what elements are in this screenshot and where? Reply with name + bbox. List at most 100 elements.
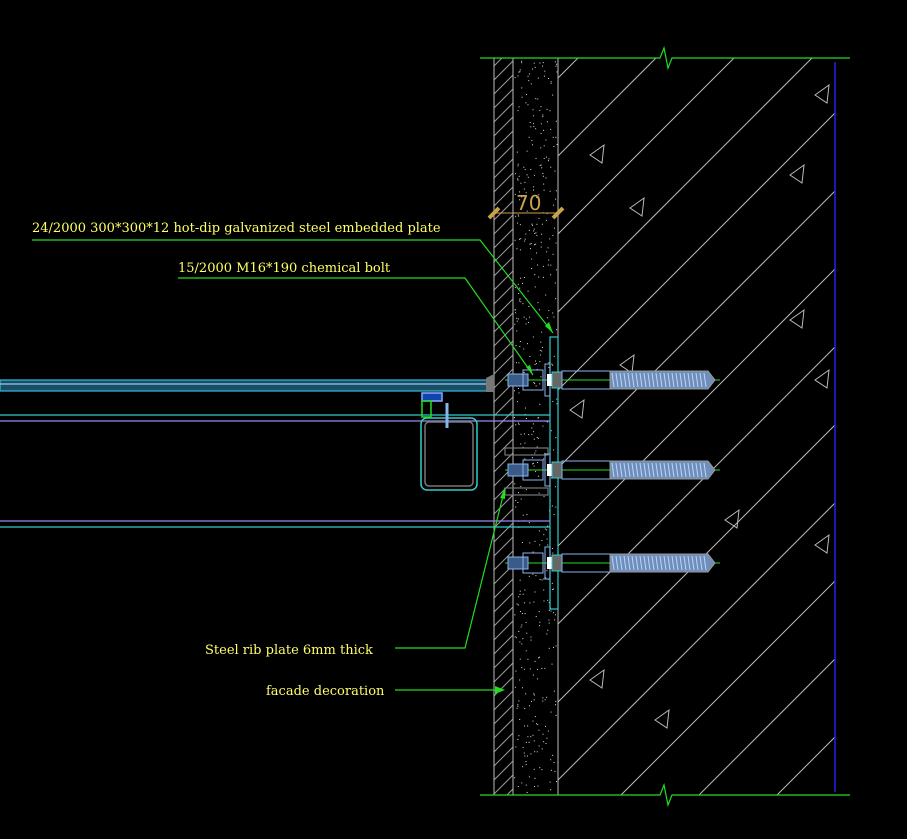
speckle-dot (533, 694, 535, 696)
speckle-dot (515, 746, 517, 748)
insulation-speckle (493, 57, 558, 796)
speckle-dot (517, 214, 519, 216)
thread (663, 372, 667, 388)
hatch-line (493, 88, 514, 109)
speckle-dot (532, 463, 534, 465)
hatch-line (493, 158, 514, 179)
speckle-dot (514, 309, 516, 311)
speckle-dot (548, 619, 550, 621)
speckle-dot (539, 767, 541, 769)
speckle-dot (531, 68, 533, 70)
speckle-dot (539, 403, 541, 405)
speckle-dot (524, 407, 526, 409)
speckle-dot (519, 718, 521, 720)
speckle-dot (538, 194, 540, 196)
speckle-dot (522, 303, 524, 305)
bolt-end (507, 556, 529, 570)
thread (667, 555, 671, 571)
speckle-dot (534, 660, 536, 662)
speckle-dot (514, 686, 516, 688)
speckle-dot (553, 355, 555, 357)
speckle-dot (543, 741, 545, 743)
speckle-dot (520, 626, 522, 628)
thread (703, 372, 707, 388)
speckle-dot (528, 522, 530, 524)
speckle-dot (550, 711, 552, 713)
speckle-dot (521, 782, 523, 784)
speckle-dot (519, 287, 521, 289)
speckle-dot (551, 663, 553, 665)
speckle-dot (549, 190, 551, 192)
speckle-dot (520, 182, 522, 184)
speckle-dot (533, 186, 535, 188)
speckle-dot (528, 776, 530, 778)
nut (522, 459, 544, 481)
speckle-dot (535, 471, 537, 473)
speckle-dot (517, 163, 519, 165)
speckle-dot (515, 215, 517, 217)
hatch-line (493, 746, 514, 767)
speckle-dot (537, 475, 539, 477)
thread (635, 462, 639, 478)
speckle-dot (531, 258, 533, 260)
hatch-line (493, 242, 514, 263)
speckle-dot (538, 492, 540, 494)
speckle-dot (542, 175, 544, 177)
thread (659, 462, 663, 478)
thread (695, 555, 699, 571)
speckle-dot (514, 390, 516, 392)
speckle-dot (541, 540, 543, 542)
speckle-dot (540, 341, 542, 343)
speckle-dot (524, 589, 526, 591)
speckle-dot (539, 621, 541, 623)
hatch-line (493, 690, 514, 711)
speckle-dot (533, 189, 535, 191)
speckle-dot (552, 552, 554, 554)
speckle-dot (514, 193, 516, 195)
speckle-dot (524, 169, 526, 171)
aggregate-triangle (789, 163, 805, 184)
thread (647, 372, 651, 388)
thread (655, 555, 659, 571)
speckle-dot (541, 769, 543, 771)
speckle-dot (516, 603, 518, 605)
speckle-dot (544, 699, 546, 701)
facade-hatch (493, 57, 514, 796)
speckle-dot (545, 156, 547, 158)
speckle-dot (550, 759, 552, 761)
speckle-dot (537, 785, 539, 787)
hatch-line (493, 60, 514, 81)
speckle-dot (514, 239, 516, 241)
hatch-line (493, 620, 514, 641)
speckle-dot (548, 622, 550, 624)
speckle-dot (544, 528, 546, 530)
hatch-line (493, 214, 514, 235)
speckle-dot (539, 656, 541, 658)
speckle-dot (514, 777, 516, 779)
speckle-dot (534, 591, 536, 593)
speckle-dot (553, 204, 555, 206)
hatch-line (493, 760, 514, 781)
speckle-dot (553, 612, 555, 614)
speckle-dot (524, 240, 526, 242)
speckle-dot (524, 708, 526, 710)
speckle-dot (526, 343, 528, 345)
speckle-dot (517, 738, 519, 740)
speckle-dot (526, 94, 528, 96)
speckle-dot (547, 264, 549, 266)
hatch-line (493, 648, 514, 669)
speckle-dot (542, 172, 544, 174)
thread (619, 555, 623, 571)
speckle-dot (528, 229, 530, 231)
speckle-dot (518, 735, 520, 737)
speckle-dot (548, 259, 550, 261)
speckle-dot (544, 667, 546, 669)
speckle-dot (550, 610, 552, 612)
thread (687, 462, 691, 478)
speckle-dot (524, 442, 526, 444)
speckle-dot (517, 318, 519, 320)
thread (619, 462, 623, 478)
speckle-dot (534, 243, 536, 245)
thread (695, 462, 699, 478)
speckle-dot (524, 755, 526, 757)
